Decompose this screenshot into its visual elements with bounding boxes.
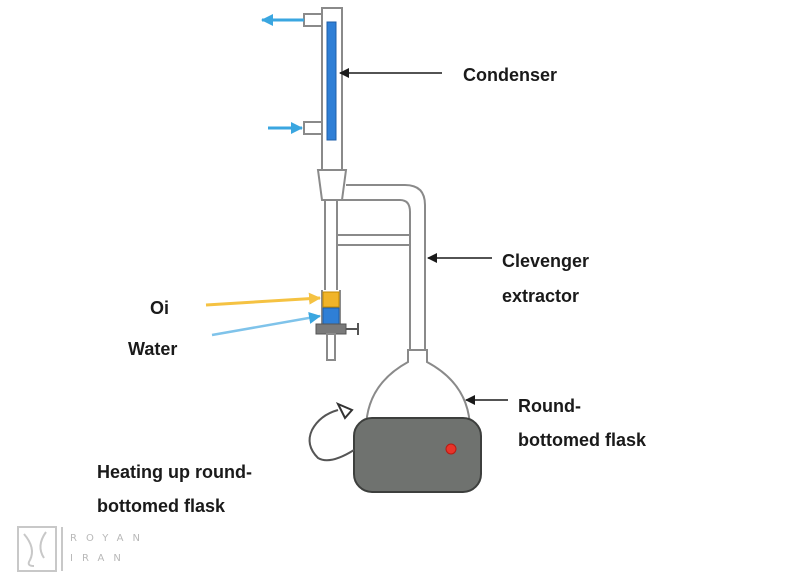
oil-layer bbox=[322, 291, 340, 308]
clevenger-extractor bbox=[321, 184, 426, 350]
clevenger-label-line1: Clevenger bbox=[502, 251, 590, 271]
flask-label-line2: bottomed flask bbox=[518, 430, 647, 450]
oil-arrow bbox=[205, 292, 321, 307]
oil-label: Oi bbox=[150, 298, 170, 318]
heating-label-line1: Heating up round- bbox=[97, 462, 252, 482]
water-layer bbox=[322, 307, 340, 325]
power-cord bbox=[308, 402, 355, 462]
heating-label-line2: bottomed flask bbox=[97, 496, 226, 516]
flask-label-line1: Round- bbox=[518, 396, 581, 416]
clevenger-label-line2: extractor bbox=[502, 286, 580, 306]
condenser-label: Condenser bbox=[463, 65, 558, 85]
condenser-joint bbox=[316, 169, 348, 201]
royan-iran-logo-icon bbox=[17, 526, 63, 572]
heating-mantle bbox=[353, 417, 482, 493]
water-label: Water bbox=[128, 339, 178, 359]
condenser-water-core bbox=[326, 21, 337, 141]
stopcock bbox=[315, 323, 359, 361]
round-bottomed-flask bbox=[353, 349, 482, 493]
heater-indicator bbox=[445, 443, 457, 455]
condenser bbox=[303, 7, 343, 171]
water-arrow bbox=[211, 311, 321, 337]
logo-text-iran: IRAN bbox=[70, 553, 130, 564]
logo-text-royan: ROYAN bbox=[70, 533, 149, 544]
